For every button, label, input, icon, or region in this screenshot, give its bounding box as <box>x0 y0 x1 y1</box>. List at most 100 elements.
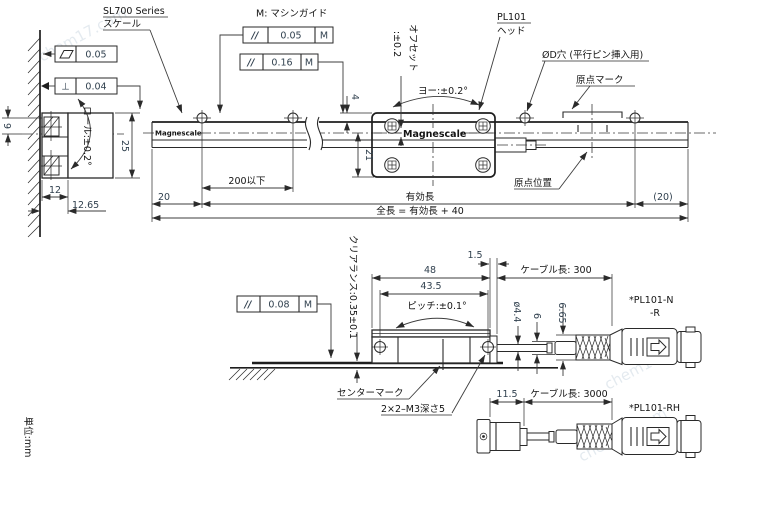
svg-text://: // <box>244 300 253 311</box>
yaw-annotation: ヨー:±0.2° <box>392 86 480 108</box>
center-mark-callout: センターマーク <box>337 365 441 400</box>
wall-hatch <box>27 37 41 238</box>
pl101-head: Magnescale <box>371 104 496 186</box>
connector-nub <box>685 452 696 458</box>
clearance-annotation: クリアランス:0.35±0.1 <box>347 235 360 383</box>
scale-jp-label: スケール <box>103 19 142 30</box>
head-model-label: PL101 <box>497 12 526 23</box>
scale-series-label: SL700 Series <box>103 6 165 17</box>
mounting-hole-icon <box>193 110 211 126</box>
dim-12-65: 12.65 <box>28 200 106 214</box>
perpendicularity-leader <box>117 85 143 110</box>
detail-view: // 0.08 M クリアランス:0.35±0.1 48 43.5 ピッチ:±0… <box>228 235 702 458</box>
clamp-screw <box>41 150 62 180</box>
svg-text:6: 6 <box>531 313 542 319</box>
main-view: Magnescale Magnescale <box>103 6 716 222</box>
dim-1-5: 1.5 <box>467 250 509 334</box>
mounting-hole-icon <box>284 110 302 126</box>
screw-note-label: 2×2–M3深さ5 <box>381 404 445 415</box>
cable-length-3000-label: ケーブル長: 3000 <box>530 388 607 400</box>
scale-bar: Magnescale <box>151 116 689 151</box>
cable-sleeve <box>554 341 577 355</box>
svg-text:6.65: 6.65 <box>556 302 567 323</box>
svg-text:12: 12 <box>49 185 61 196</box>
connector-taper <box>609 328 623 366</box>
offset-value: :±0.2 <box>391 31 402 57</box>
svg-text:0.16: 0.16 <box>271 58 292 69</box>
connector-pl101rh <box>476 415 702 458</box>
strain-relief-mesh <box>576 424 613 449</box>
origin-mark-label: 原点マーク <box>576 75 624 86</box>
dim-4: 4 <box>340 94 372 133</box>
svg-text:43.5: 43.5 <box>420 281 441 292</box>
head-plug-neck <box>519 428 528 446</box>
gdt-flatness-frame: 0.05 <box>42 45 118 63</box>
break-line <box>317 116 323 151</box>
svg-text:4: 4 <box>349 94 360 100</box>
svg-text:M: M <box>305 58 313 69</box>
connector-pl101n <box>497 326 702 368</box>
effective-length-label: 有効長 <box>406 191 435 203</box>
svg-text:25: 25 <box>119 140 130 152</box>
svg-text:0.08: 0.08 <box>268 300 289 311</box>
cable-ferrule <box>546 342 553 354</box>
mounting-hole-icon <box>626 110 644 126</box>
dim-dia-6-65: 6.65 <box>556 302 576 376</box>
machine-guide-note: M: マシンガイド <box>256 9 327 20</box>
dim-cable-300: ケーブル長: 300 <box>496 264 613 326</box>
head-jp-label: ヘッド <box>497 26 526 37</box>
pitch-annotation: ピッチ:±0.1° <box>395 301 475 329</box>
head-screw-icon <box>475 118 491 134</box>
dim-48: 48 <box>371 258 491 328</box>
gdt-parallelism-frame-1: // 0.05 M <box>217 26 334 114</box>
svg-text://: // <box>251 31 260 42</box>
unit-note: 単位:mm <box>22 417 34 458</box>
strain-relief <box>576 423 613 450</box>
origin-position-label: 原点位置 <box>514 177 552 189</box>
head-mount-screw-icon <box>372 339 388 355</box>
connector-nub <box>685 415 696 421</box>
svg-text:11.5: 11.5 <box>496 389 517 400</box>
dim-43-5: 43.5 <box>379 281 489 336</box>
gdt-parallelism-frame-2: // 0.16 M <box>239 53 346 114</box>
dim-200max: 200以下 <box>228 176 265 187</box>
svg-text:ø4.4: ø4.4 <box>511 302 522 323</box>
svg-text:M: M <box>320 31 328 42</box>
strain-relief-mesh <box>575 335 611 360</box>
connector-rh-label: *PL101-RH <box>629 403 680 414</box>
dim-dia-6: 6 <box>531 313 555 374</box>
screw-note-callout: 2×2–M3深さ5 <box>381 354 486 416</box>
dim-20: 20 <box>158 192 170 203</box>
datum-triangle <box>41 82 49 90</box>
gdt-perpendicularity-frame: ⊥ 0.04 <box>41 77 143 110</box>
cable-sleeve <box>555 429 578 444</box>
perpendicularity-value: 0.04 <box>85 82 106 93</box>
svg-text:1.5: 1.5 <box>467 250 482 261</box>
connector-taper <box>611 417 623 456</box>
clamp-screw <box>41 111 62 141</box>
connector-arrow-icon <box>650 428 667 445</box>
origin-mark-callout: 原点マーク <box>571 75 635 110</box>
roll-tolerance-label: ロール:±0.2° <box>81 106 92 166</box>
connector-n-label: *PL101-N <box>629 295 673 306</box>
connector-nub <box>685 326 696 333</box>
head-plug-body <box>489 422 521 451</box>
svg-text:21: 21 <box>363 149 374 161</box>
head-screw-icon <box>384 118 400 134</box>
center-mark-label: センターマーク <box>337 388 404 399</box>
svg-text:48: 48 <box>424 265 436 276</box>
origin-position-callout: 原点位置 <box>514 151 588 190</box>
break-line <box>305 116 311 151</box>
total-length-label: 全長 = 有効長 + 40 <box>376 205 464 217</box>
pin-hole-icon <box>516 110 534 126</box>
connector-n2-label: -R <box>650 308 660 319</box>
head-screw-icon <box>475 157 491 173</box>
svg-text:M: M <box>304 300 312 311</box>
dim-21: 21 <box>352 132 374 178</box>
pin-hole-callout: ØD穴 (平行ピン挿入用) <box>526 49 649 112</box>
gdt-parallelism-frame-3: // 0.08 M <box>236 295 334 359</box>
cable-length-300-label: ケーブル長: 300 <box>520 264 591 276</box>
clearance-label: クリアランス:0.35±0.1 <box>347 235 358 339</box>
